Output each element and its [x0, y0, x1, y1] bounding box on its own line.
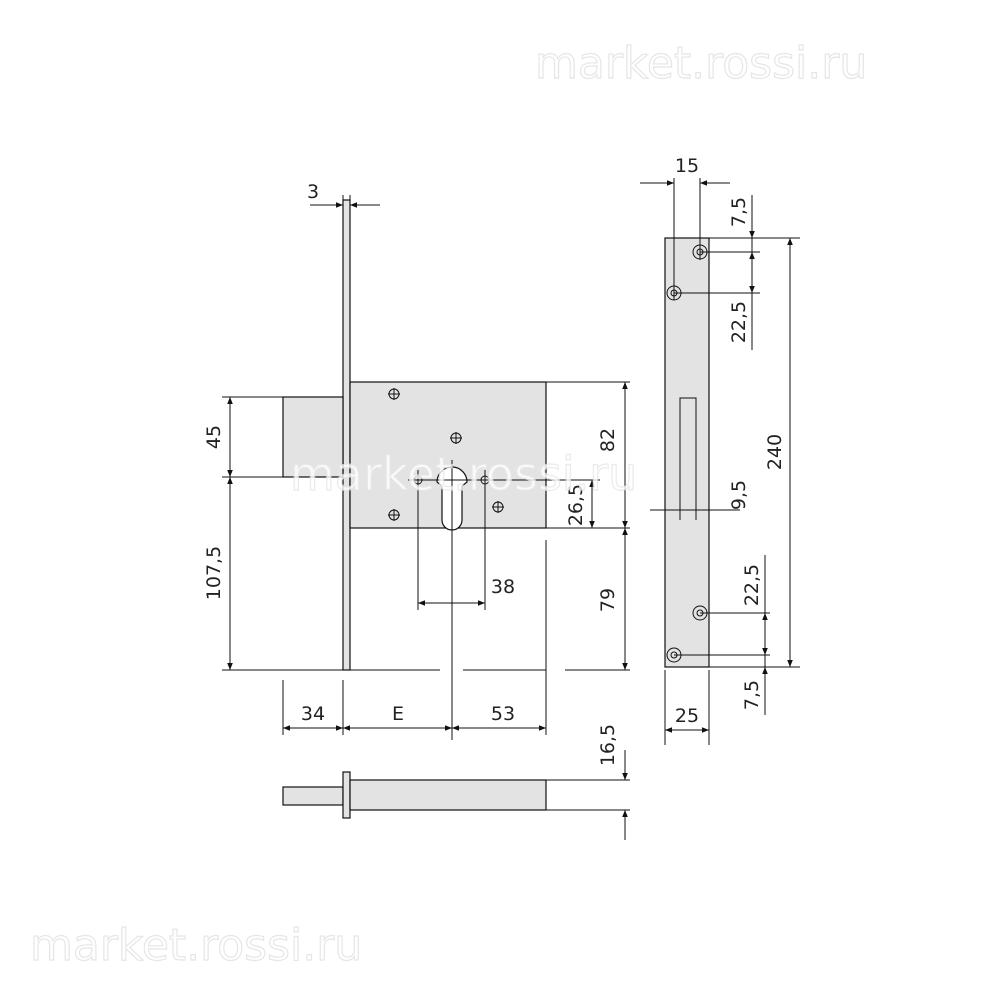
- strike-body: [664, 237, 710, 668]
- body-top: [349, 779, 547, 811]
- dim-top-edge: 7,5: [728, 197, 750, 227]
- bolt-top: [282, 786, 344, 806]
- dim-body-below: 79: [597, 588, 619, 612]
- dim-top-spacing: 22,5: [728, 301, 750, 343]
- dim-bolt-to-bottom: 107,5: [203, 546, 225, 600]
- dim-faceplate-width: 16,5: [597, 724, 619, 766]
- dim-screw-spacing: 38: [491, 576, 515, 598]
- dim-slot-width: 9,5: [728, 480, 750, 510]
- faceplate-top: [342, 771, 351, 819]
- dim-hole-offset: 15: [675, 155, 699, 177]
- dim-backset: E: [392, 703, 404, 725]
- watermark-bottom: market.rossi.ru: [30, 920, 362, 971]
- lock-side-view: 3 45 107,5 82 79 26,5 38 34 E 53: [203, 181, 630, 740]
- bolt: [282, 396, 344, 478]
- faceplate: [342, 199, 351, 671]
- dim-bottom-edge: 7,5: [741, 680, 763, 710]
- dim-total-length: 240: [764, 434, 786, 470]
- dim-body-depth: 53: [491, 703, 515, 725]
- lock-top-view: 16,5: [282, 724, 630, 840]
- dim-bolt-height: 45: [203, 425, 225, 449]
- dim-strike-width: 25: [675, 705, 699, 727]
- watermark-top: market.rossi.ru: [535, 38, 867, 89]
- dim-body-top: 82: [597, 428, 619, 452]
- strike-plate: 15 7,5 22,5 240 9,5 22,5 7,5 25: [640, 155, 800, 745]
- dim-faceplate-thickness: 3: [307, 181, 319, 203]
- dim-bottom-spacing: 22,5: [741, 564, 763, 606]
- dim-cylinder-offset: 26,5: [565, 484, 587, 526]
- watermark-center: market.rossi.ru: [290, 447, 637, 501]
- dim-bolt-throw: 34: [301, 703, 325, 725]
